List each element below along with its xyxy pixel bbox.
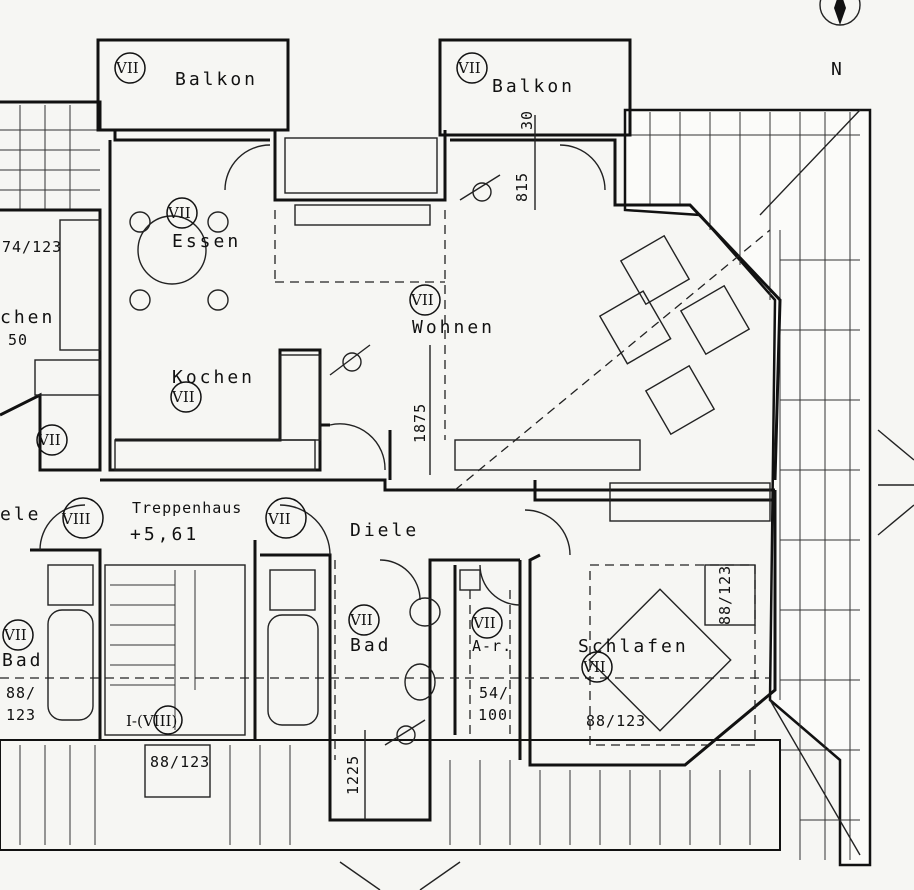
marker-essen [166,197,198,229]
left-roof-hatching [0,105,100,210]
dim-1875: 1875 [411,403,429,443]
label-essen: Essen [172,231,241,252]
group-abstellraum: VII [472,614,496,632]
label-balkon-right: Balkon [492,76,575,97]
roof-slope-dashes [0,210,771,760]
label-schlafen: Schlafen [578,636,689,657]
marker-wohnen [409,284,441,316]
marker-treppenhaus [62,497,104,539]
bath-fixtures [47,564,481,726]
balkon-left [96,38,290,132]
marker-balkon-right [456,52,488,84]
label-balkon-left: Balkon [175,69,258,90]
group-balkon-right: VII [457,59,481,77]
label-abstellraum: A-r. [472,637,512,655]
label-bad-left: Bad [2,650,44,671]
dim-1225: 1225 [344,755,362,795]
marker-schlafen [581,651,613,683]
size-bad-left-bottom: 123 [6,706,36,724]
marker-left-small [36,424,68,456]
dim-30: 30 [518,110,536,130]
marker-bad-left [2,619,34,651]
size-schlafen-vertical: 88/123 [716,565,734,625]
label-bad: Bad [350,635,392,656]
range-treppenhaus: I-(VIII) [126,712,177,730]
arrow-right [877,429,914,461]
label-diele-left: ele [0,504,42,525]
size-treppenhaus: 88/123 [150,753,210,771]
kitchen-counters [34,219,771,522]
north-label: N [831,59,845,80]
label-treppenhaus: Treppenhaus [132,499,242,517]
label-kochen: Kochen [172,367,255,388]
dining-table [129,211,229,311]
label-diele: Diele [350,520,419,541]
compass: N [819,0,861,80]
walls [0,100,782,822]
stair-size-box [144,744,211,798]
living-seating [598,234,751,436]
dim-815: 815 [513,172,531,202]
size-bad-left-top: 88/ [6,684,36,702]
light-symbols [329,174,501,746]
bottom-roof-hatching [0,739,781,890]
elevation-treppenhaus: +5,61 [130,524,199,545]
group-essen: VII [167,204,191,222]
size-kochen-left: 50 [8,331,28,349]
size-abstellraum-bottom: 100 [478,706,508,724]
staircase [104,564,246,736]
group-diele: VII [267,510,291,528]
label-wohnen: Wohnen [412,317,495,338]
bed [588,564,756,746]
size-left: 74/123 [2,238,62,256]
marker-abstellraum [471,607,503,639]
marker-bad [348,604,380,636]
group-balkon-left: VII [115,59,139,77]
door-swings [39,144,606,606]
size-schlafen: 88/123 [586,712,646,730]
roof-hatching [623,108,872,867]
marker-kochen [170,381,202,413]
label-kochen-left: chen [0,307,55,328]
group-bad: VII [349,611,373,629]
group-wohnen: VII [410,291,434,309]
group-kochen: VII [171,388,195,406]
group-treppenhaus: VIII [61,510,91,528]
group-bad-left: VII [3,626,27,644]
marker-diele [265,497,307,539]
size-abstellraum-top: 54/ [479,684,509,702]
marker-stair-range [153,705,183,735]
group-left-small: VII [37,431,61,449]
marker-balkon-left [114,52,146,84]
group-schlafen: VII [582,658,606,676]
